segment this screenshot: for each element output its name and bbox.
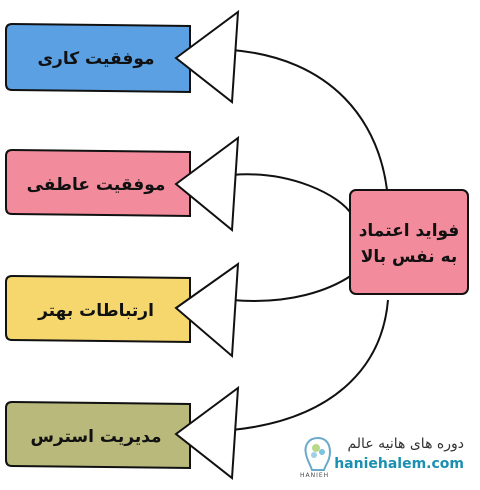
footer-brand: HANIEH دوره های هانیه عالم haniehalem.co… bbox=[292, 432, 472, 484]
benefit-card-1: موفقیت کاری bbox=[5, 9, 240, 104]
benefit-bar-3 bbox=[5, 274, 191, 344]
arrow-head-2 bbox=[174, 135, 240, 233]
footer-title: دوره های هانیه عالم bbox=[347, 436, 464, 452]
connector-4 bbox=[231, 299, 389, 431]
benefit-label-2: موفقیت عاطفی bbox=[27, 175, 166, 195]
center-title-line-1: فواید اعتماد bbox=[359, 221, 460, 241]
benefit-label-3: ارتباطات بهتر bbox=[37, 301, 154, 321]
footer-url[interactable]: haniehalem.com bbox=[334, 456, 464, 472]
logo-text: HANIEH bbox=[300, 472, 330, 479]
center-box: فواید اعتماد به نفس بالا bbox=[349, 189, 469, 295]
connector-2 bbox=[231, 173, 353, 216]
center-box-bg bbox=[349, 189, 469, 295]
connector-3 bbox=[231, 274, 353, 302]
brain-logo-icon: HANIEH bbox=[298, 434, 338, 482]
benefit-card-4: مدیریت استرس bbox=[5, 385, 240, 480]
center-title-line-2: به نفس بالا bbox=[361, 247, 458, 267]
arrow-head-4 bbox=[174, 385, 240, 480]
benefit-label-4: مدیریت استرس bbox=[30, 427, 161, 447]
benefit-bar-2 bbox=[5, 148, 191, 218]
benefit-bar-1 bbox=[5, 22, 191, 94]
benefit-card-2: موفقیت عاطفی bbox=[5, 135, 240, 233]
arrow-head-1 bbox=[174, 9, 240, 104]
connectors bbox=[231, 49, 389, 431]
benefit-bar-4 bbox=[5, 400, 191, 470]
benefit-card-3: ارتباطات بهتر bbox=[5, 261, 240, 359]
connector-1 bbox=[231, 49, 389, 201]
arrow-head-3 bbox=[174, 261, 240, 359]
benefit-label-1: موفقیت کاری bbox=[37, 49, 154, 69]
